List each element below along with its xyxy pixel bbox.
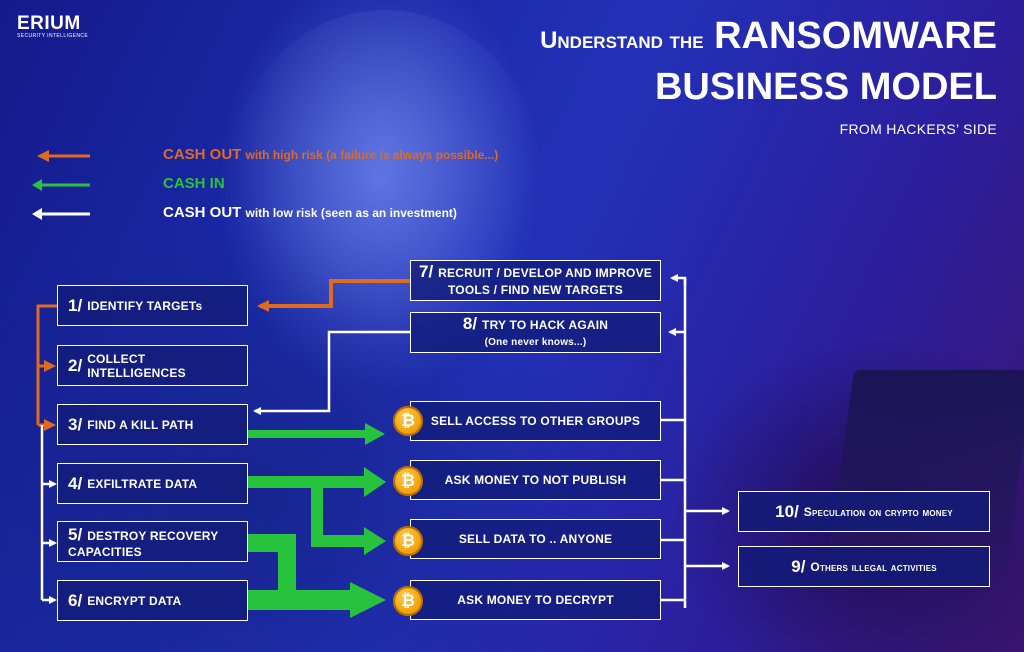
- bitcoin-coin-icon: ₿: [393, 406, 423, 436]
- step-10-box: 10/Speculation on crypto money: [738, 491, 990, 532]
- arrow-4-to-sell-data: [311, 482, 386, 555]
- legend-green-arrowhead: [32, 179, 42, 191]
- sell-access-box: SELL ACCESS TO OTHER GROUPS: [410, 401, 661, 441]
- arrow-7-to-1: [257, 279, 410, 312]
- legend-item-cash-in: CASH IN: [163, 175, 225, 192]
- orange-bracket: [36, 304, 57, 425]
- legend-item-cash-out-high-risk: CASH OUT with high risk (a failure is al…: [163, 146, 499, 163]
- ask-money-decrypt-box: ASK MONEY TO DECRYPT: [410, 580, 661, 620]
- step-2-box: 2/COLLECT INTELLIGENCES: [57, 345, 248, 386]
- step-9-box: 9/Others illegal activities: [738, 546, 990, 587]
- step-8-box: 8/TRY TO HACK AGAIN (One never knows...): [410, 312, 661, 353]
- title-highlight: RANSOMWARE: [714, 15, 997, 57]
- step-1-box: 1/IDENTIFY TARGETs: [57, 285, 248, 326]
- subtitle: FROM HACKERS’ SIDE: [839, 121, 997, 137]
- title-line2: BUSINESS MODEL: [654, 66, 997, 108]
- bitcoin-coin-icon: ₿: [393, 586, 423, 616]
- step-3-box: 3/FIND A KILL PATH: [57, 404, 248, 445]
- step-6-box: 6/ENCRYPT DATA: [57, 580, 248, 621]
- arrow-bus-to-7: [670, 274, 687, 286]
- legend-item-cash-out-low-risk: CASH OUT with low risk (seen as an inves…: [163, 204, 457, 221]
- legend-white-arrowhead: [32, 208, 42, 220]
- bitcoin-coin-icon: ₿: [393, 526, 423, 556]
- green-cash-in-arrows: [248, 423, 386, 618]
- arrow-3-to-sell-access: [248, 423, 385, 445]
- step-4-box: 4/EXFILTRATE DATA: [57, 463, 248, 504]
- page-title: Understand the RANSOMWARE BUSINESS MODEL: [540, 14, 997, 111]
- arrow-5-6-to-ask-decrypt: [248, 534, 386, 618]
- logo-name: ERIUM: [17, 13, 81, 34]
- bitcoin-coin-icon: ₿: [393, 466, 423, 496]
- step-5-box: 5/DESTROY RECOVERY CAPACITIES: [57, 521, 248, 562]
- logo-tagline: SECURITY INTELLIGENCE: [17, 33, 89, 39]
- step-7-box: 7/RECRUIT / DEVELOP AND IMPROVE TOOLS / …: [410, 260, 661, 301]
- ask-money-not-publish-box: ASK MONEY TO NOT PUBLISH: [410, 460, 661, 500]
- sell-data-box: SELL DATA TO .. ANYONE: [410, 519, 661, 559]
- arrow-8-to-3: [253, 330, 410, 415]
- title-prefix: Understand the: [540, 27, 704, 54]
- logo: ERIUM SECURITY INTELLIGENCE: [17, 14, 88, 39]
